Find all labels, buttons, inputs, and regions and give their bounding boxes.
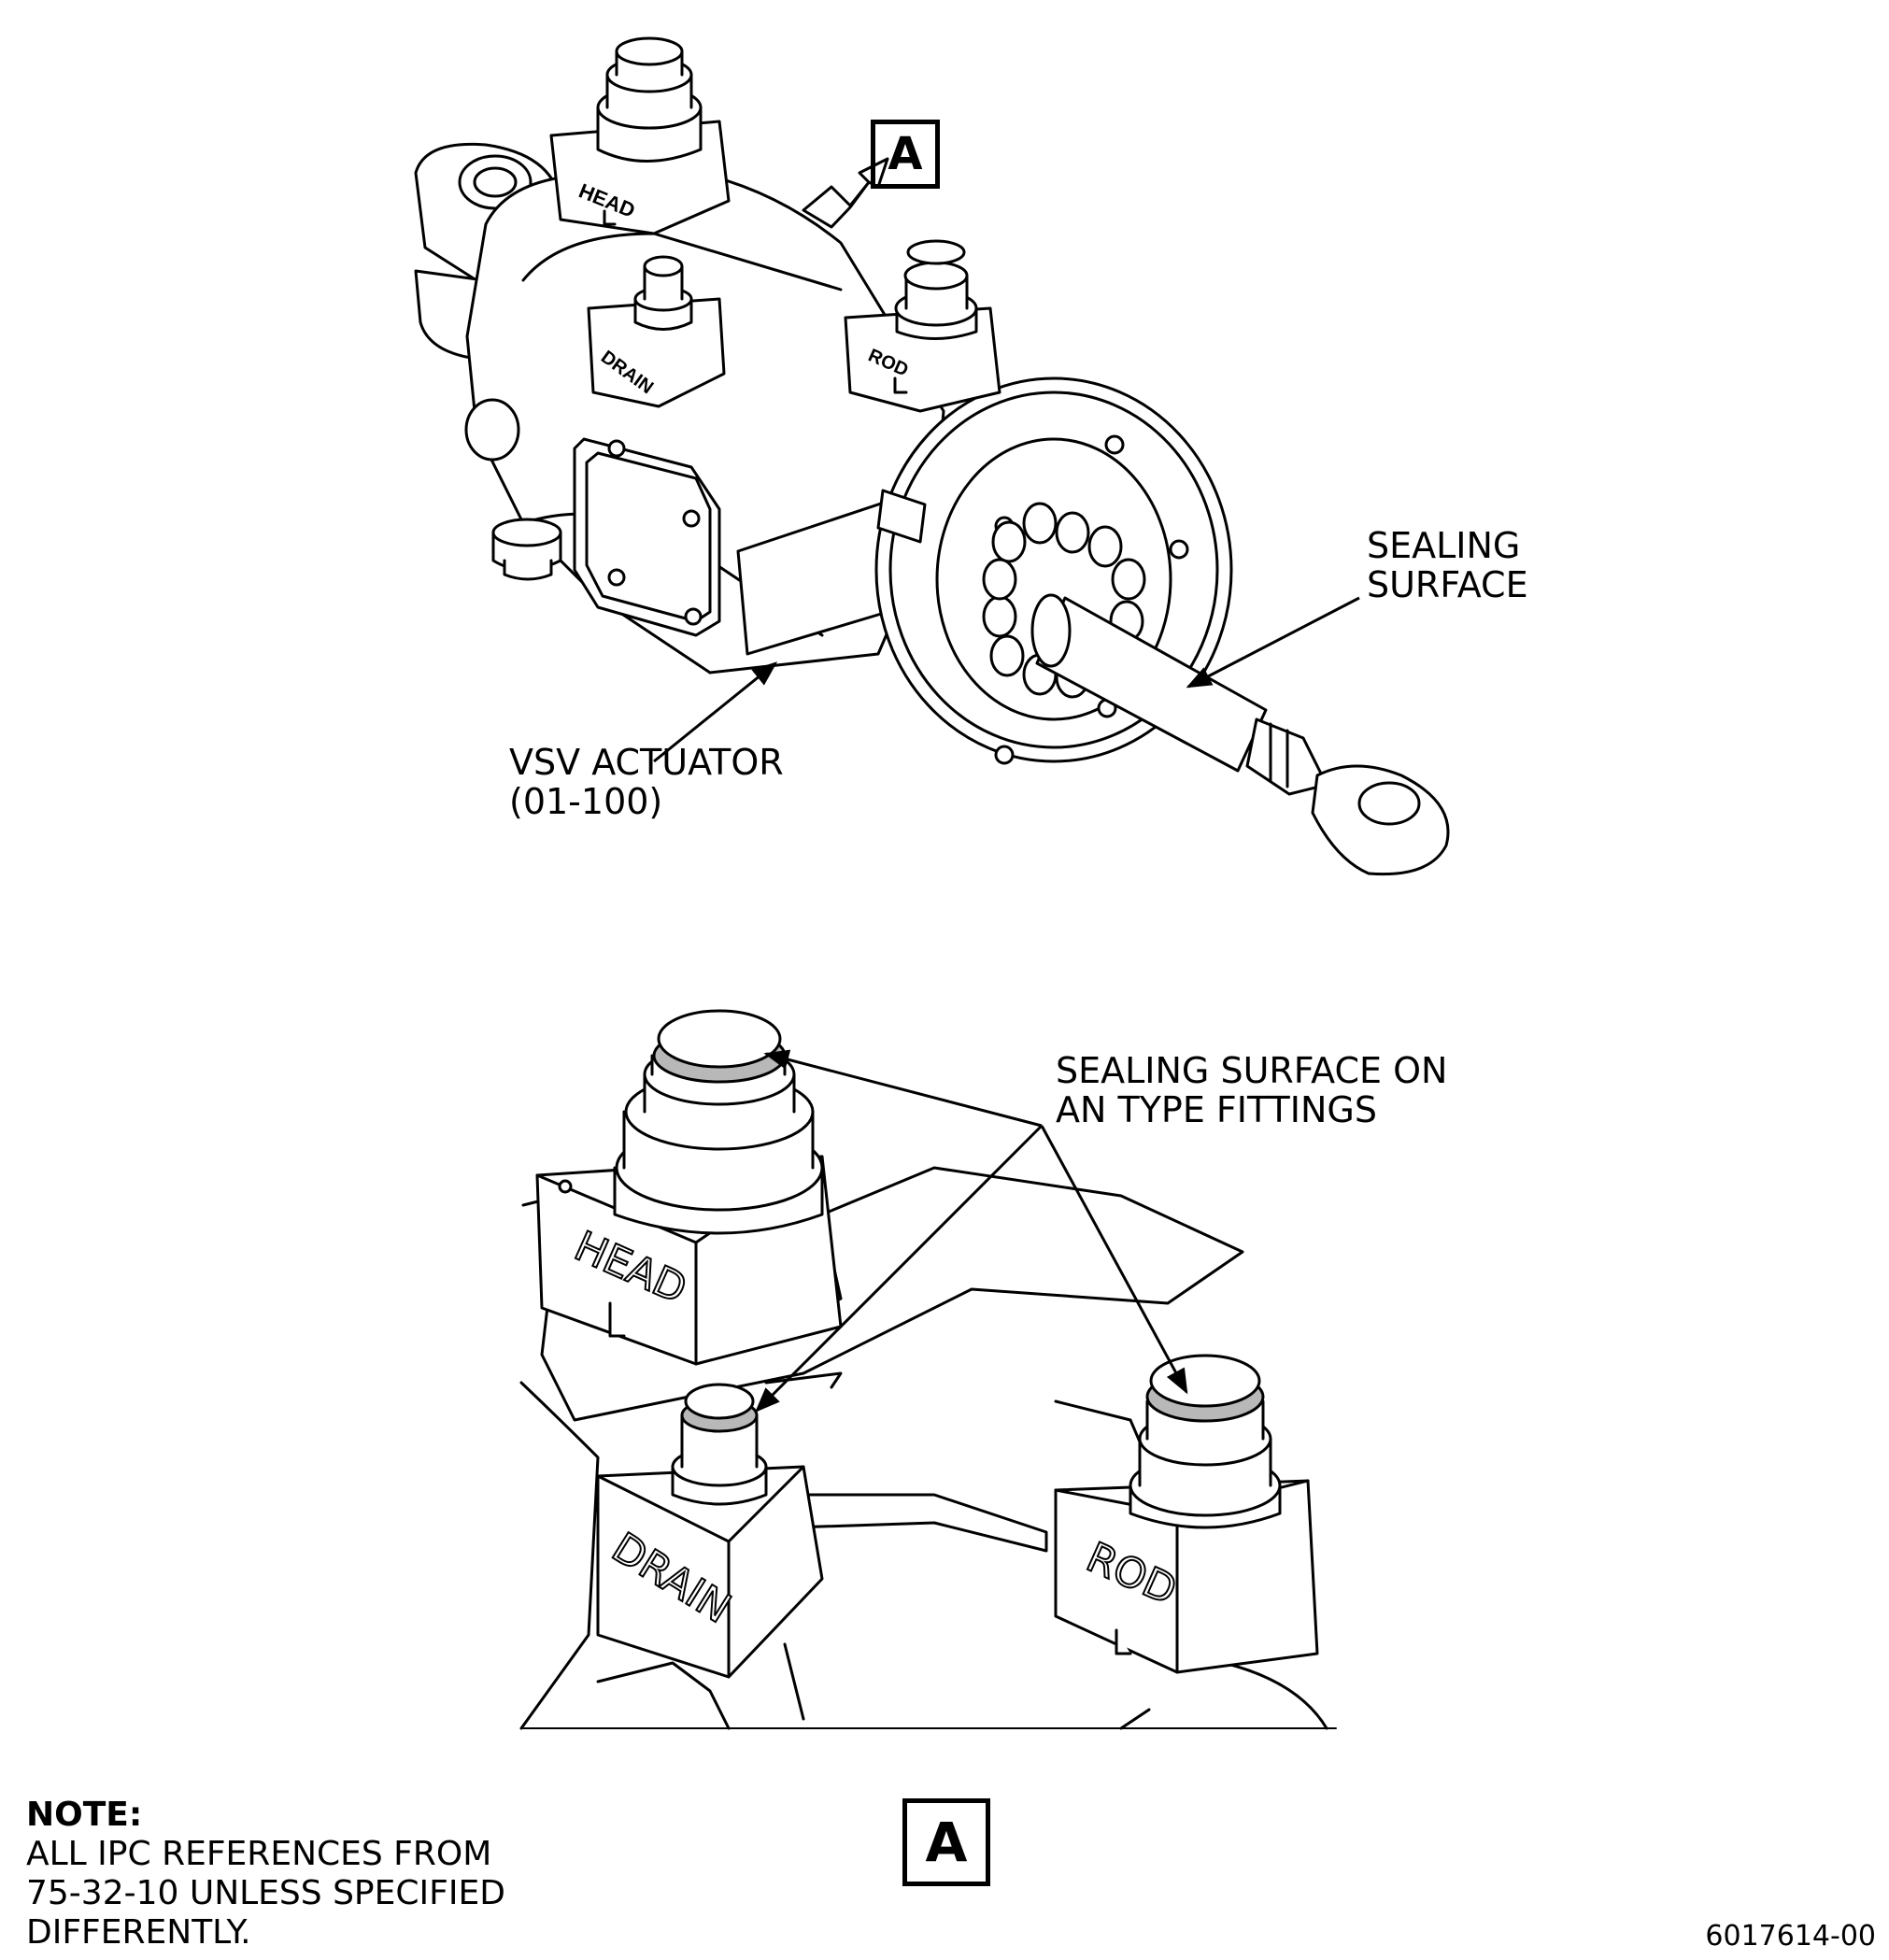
drain-fitting-detail bbox=[596, 1383, 824, 1679]
sealing-surface-on-an-label: SEALING SURFACE ON AN TYPE FITTINGS bbox=[1056, 1050, 1448, 1130]
leader-sealing-on-an-rod bbox=[1040, 1125, 1188, 1395]
figure-number: 6017614-00 bbox=[1705, 1920, 1876, 1953]
note-block: NOTE: ALL IPC REFERENCES FROM 75-32-10 U… bbox=[26, 1796, 505, 1953]
rod-fitting-detail bbox=[1054, 1354, 1319, 1674]
view-a-marker-top: A bbox=[871, 120, 940, 189]
leader-sealing-on-an-drain bbox=[755, 1124, 1044, 1413]
note-line: ALL IPC REFERENCES FROM bbox=[26, 1835, 492, 1873]
head-fitting-top bbox=[549, 36, 731, 235]
view-a-marker-detail: A bbox=[902, 1798, 990, 1886]
note-line: 75-32-10 UNLESS SPECIFIED bbox=[26, 1874, 505, 1912]
actuator-body bbox=[414, 142, 1450, 876]
note-title: NOTE: bbox=[26, 1796, 143, 1834]
rod-fitting-top bbox=[844, 239, 1001, 413]
leader-sealing-surface bbox=[1186, 596, 1360, 689]
leader-vsv-actuator bbox=[653, 661, 778, 763]
leader-sealing-on-an-head bbox=[763, 1049, 1043, 1128]
drain-fitting-top bbox=[587, 255, 726, 408]
vsv-actuator-label: VSV ACTUATOR (01-100) bbox=[509, 742, 784, 822]
note-line: DIFFERENTLY. bbox=[26, 1913, 251, 1952]
sealing-surface-label: SEALING SURFACE bbox=[1367, 525, 1528, 605]
head-fitting-detail bbox=[535, 1009, 843, 1366]
view-a-arrow bbox=[802, 157, 889, 229]
